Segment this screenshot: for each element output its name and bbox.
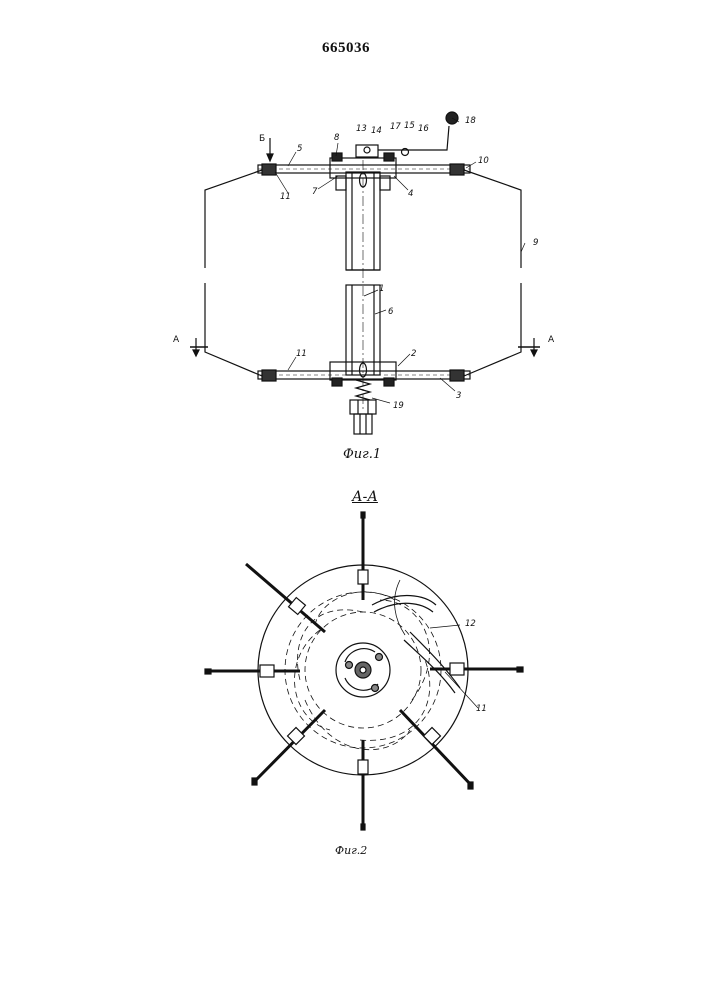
label-12: 12 <box>465 619 476 629</box>
figure-2-caption: Фиг.2 <box>335 844 367 857</box>
arm-lower-right <box>400 710 472 786</box>
arm-lower-left <box>254 710 325 782</box>
arm-upper-left <box>246 564 325 632</box>
label-11-fig2: 11 <box>476 704 487 714</box>
